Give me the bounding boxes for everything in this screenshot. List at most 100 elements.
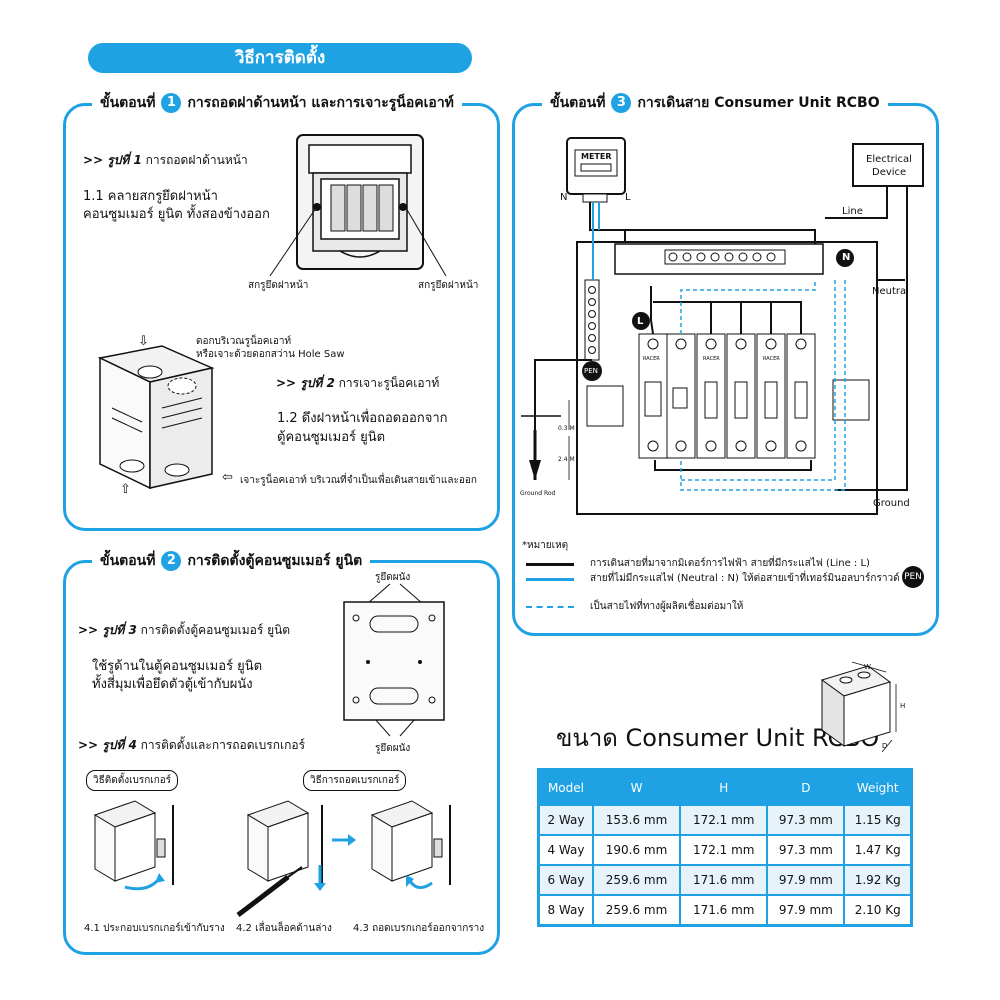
fig2-text: การเจาะรูน็อคเอาท์ (338, 376, 440, 390)
dim-w-label: W (864, 663, 871, 671)
knockout-note-a: ดอกบริเวณรูน็อคเอาท์ (196, 336, 292, 347)
n-badge: N (842, 252, 851, 263)
wiring-diagram (521, 137, 924, 515)
legend-blue-swatch (526, 578, 574, 581)
breaker-unlock-illustration (236, 800, 326, 917)
legend-dashed-swatch (526, 606, 574, 608)
brand-label-1: RACER (643, 356, 660, 362)
table-cell: 153.6 mm (591, 804, 680, 834)
line-label: Line (842, 206, 863, 217)
spec-table: Model W H D Weight 2 Way 153.6 mm 172.1 … (537, 768, 913, 927)
caption-4-2: 4.2 เลื่อนล็อคด้านล่าง (236, 923, 332, 934)
table-row: 2 Way 153.6 mm 172.1 mm 97.3 mm 1.15 Kg (540, 804, 910, 834)
step1-2-line-b: ตู้คอนซูมเมอร์ ยูนิต (277, 430, 386, 445)
breaker-remove-illustration (370, 800, 451, 889)
ground-label: Ground (873, 498, 910, 509)
fig1-text: การถอดฝาด้านหน้า (145, 153, 248, 167)
table-cell: 171.6 mm (679, 894, 767, 924)
step1-2-line-a: 1.2 ดึงฝาหน้าเพื่อถอดออกจาก (277, 411, 448, 426)
table-row: 8 Way 259.6 mm 171.6 mm 97.9 mm 2.10 Kg (540, 894, 910, 924)
caption-4-3: 4.3 ถอดเบรกเกอร์ออกจากราง (353, 923, 485, 934)
table-cell: 6 Way (540, 864, 592, 894)
screw-left-label: สกรูยึดฝาหน้า (248, 280, 309, 291)
meter-label: METER (581, 152, 612, 161)
table-cell: 97.3 mm (766, 834, 844, 864)
legend-blue-text: สายที่ไม่มีกระแสไฟ (Neutral : N) ให้ต่อส… (590, 573, 900, 584)
step1-title: การถอดฝาด้านหน้า และการเจาะรูน็อคเอาท์ (187, 95, 454, 111)
dim-h-label: H (900, 702, 906, 710)
spec-header-row: Model W H D Weight (540, 771, 910, 804)
header-weight: Weight (843, 771, 910, 804)
arrow-up-icon: ⇧ (120, 482, 131, 497)
fig4-label: >> รูปที่ 4 (78, 738, 137, 752)
table-cell: 97.9 mm (766, 894, 844, 924)
step3-number-badge: 3 (611, 93, 632, 113)
step3-prefix: ขั้นตอนที่ (550, 95, 606, 111)
meter-n-label: N (560, 192, 568, 203)
brand-label-3: RACER (763, 356, 780, 362)
table-cell: 97.3 mm (766, 804, 844, 834)
wall-line-b: ทั้งสี่มุมเพื่อยึดตัวตู้เข้ากับผนัง (92, 677, 253, 692)
device-label-b: Device (872, 167, 907, 178)
neutral-label: Neutral (872, 286, 909, 297)
page-title: วิธีการติดตั้ง (88, 43, 472, 73)
legend-black-swatch (526, 563, 574, 566)
fig4-caption: >> รูปที่ 4 การติดตั้งและการถอดเบรกเกอร์ (78, 736, 305, 755)
dim-d-label: D (882, 742, 888, 750)
fig3-caption: >> รูปที่ 3 การติดตั้งตู้คอนซูมเมอร์ ยูน… (78, 621, 290, 640)
table-cell: 1.15 Kg (843, 804, 910, 834)
table-cell: 8 Way (540, 894, 592, 924)
meter-l-label: L (625, 192, 631, 203)
install-tag: วิธีติดตั้งเบรกเกอร์ (86, 770, 179, 791)
table-cell: 97.9 mm (766, 864, 844, 894)
arrow-left-icon: ⇦ (222, 470, 233, 485)
table-cell: 172.1 mm (679, 834, 767, 864)
dim-03: 0.3 M (558, 425, 575, 432)
fig2-caption: >> รูปที่ 2 การเจาะรูน็อคเอาท์ (276, 374, 439, 393)
knockout-note-b: หรือเจาะด้วยดอกสว่าน Hole Saw (196, 349, 345, 360)
step2-number-badge: 2 (161, 551, 182, 571)
step2-prefix: ขั้นตอนที่ (100, 553, 156, 569)
wall-hole-bottom-label: รูยึดผนัง (375, 743, 411, 754)
fig1-caption: >> รูปที่ 1 การถอดฝาด้านหน้า (83, 151, 248, 170)
screw-pointer-lines (269, 207, 447, 277)
header-w: W (591, 771, 680, 804)
remove-tag: วิธีการถอดเบรกเกอร์ (303, 770, 407, 791)
table-cell: 172.1 mm (679, 804, 767, 834)
legend-black-text: การเดินสายที่มาจากมิเตอร์การไฟฟ้า สายที่… (590, 558, 870, 569)
note-title: *หมายเหตุ (522, 540, 569, 551)
ground-rod-label: Ground Rod (520, 490, 556, 497)
step1-1-line-a: 1.1 คลายสกรูยึดฝาหน้า (83, 189, 218, 204)
step1-number-badge: 1 (161, 93, 182, 113)
table-cell: 4 Way (540, 834, 592, 864)
table-cell: 2 Way (540, 804, 592, 834)
breaker-install-illustration (93, 800, 174, 891)
fig2-label: >> รูปที่ 2 (276, 376, 335, 390)
knockout-caption: เจาะรูน็อคเอาท์ บริเวณที่จำเป็นเพื่อเดิน… (240, 475, 477, 486)
table-cell: 1.47 Kg (843, 834, 910, 864)
knockout-box-illustration (97, 345, 215, 490)
legend-pen-badge: PEN (902, 566, 924, 588)
fig3-text: การติดตั้งตู้คอนซูมเมอร์ ยูนิต (140, 623, 291, 637)
table-cell: 2.10 Kg (843, 894, 910, 924)
header-d: D (766, 771, 844, 804)
l-badge: L (637, 316, 644, 327)
wall-hole-top-label: รูยึดผนัง (375, 572, 411, 583)
table-row: 6 Way 259.6 mm 171.6 mm 97.9 mm 1.92 Kg (540, 864, 910, 894)
step3-heading: ขั้นตอนที่ 3 การเดินสาย Consumer Unit RCBO (542, 92, 888, 114)
arrow-right-icon (332, 834, 356, 846)
unit-dimension-illustration (820, 661, 897, 753)
table-cell: 190.6 mm (591, 834, 680, 864)
fig4-text: การติดตั้งและการถอดเบรกเกอร์ (140, 738, 306, 752)
table-cell: 259.6 mm (591, 894, 680, 924)
table-cell: 259.6 mm (591, 864, 680, 894)
table-cell: 171.6 mm (679, 864, 767, 894)
step3-title: การเดินสาย Consumer Unit RCBO (637, 95, 880, 111)
table-cell: 1.92 Kg (843, 864, 910, 894)
brand-label-2: RACER (703, 356, 720, 362)
dim-24: 2.4 M (558, 456, 575, 463)
header-model: Model (540, 771, 592, 804)
legend-dashed-text: เป็นสายไฟที่ทางผู้ผลิตเชื่อมต่อมาให้ (590, 601, 744, 612)
fig1-label: >> รูปที่ 1 (83, 153, 142, 167)
